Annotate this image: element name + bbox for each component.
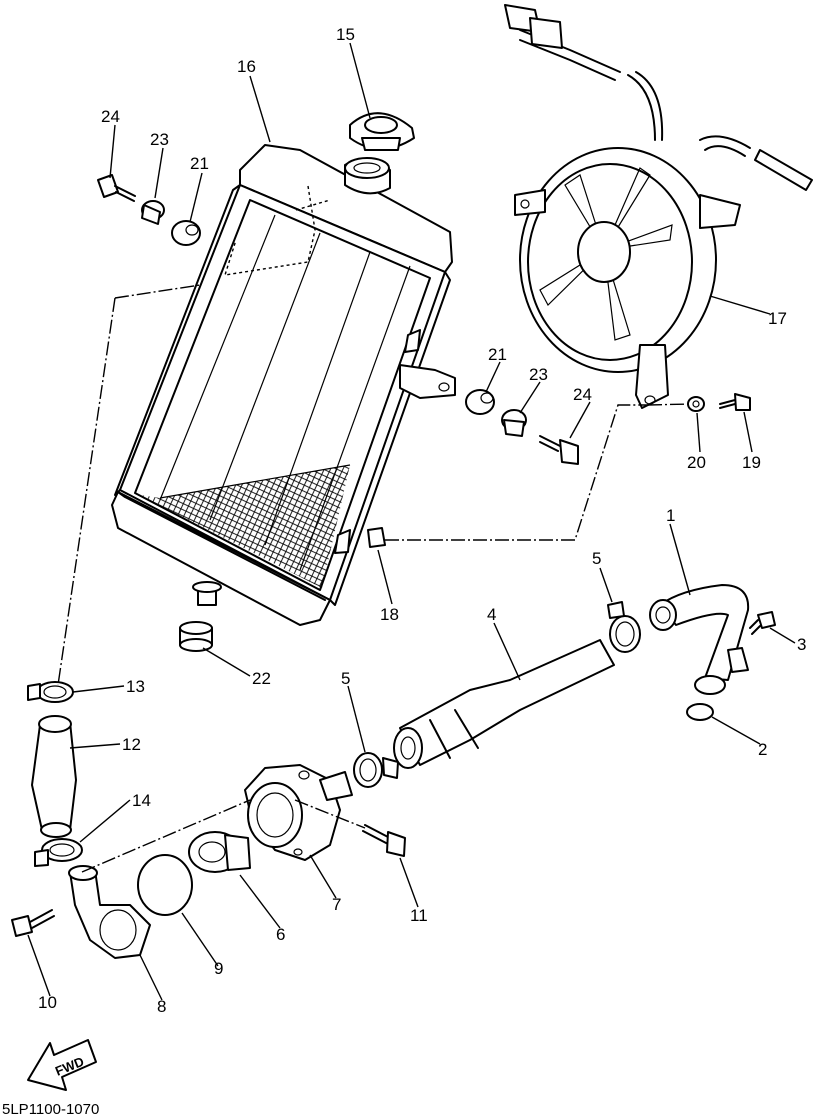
assembly-line [114,284,201,299]
callout-2: 2 [758,740,767,759]
callout-19: 19 [742,453,761,472]
fastener-set-left [97,174,201,246]
callout-17: 17 [768,309,787,328]
callout-8: 8 [157,997,166,1016]
hose-clamp-13 [27,681,74,703]
callout-11: 11 [410,906,428,925]
callout-23: 23 [529,365,548,384]
callout-24: 24 [573,385,592,404]
hose-clamp-14 [34,838,83,867]
callout-4: 4 [487,605,496,624]
gasket-part [137,854,193,916]
radiator-hose-part [393,639,615,769]
bypass-hose-part [31,715,77,838]
callout-22: 22 [252,669,271,688]
water-pipe-part [649,584,750,695]
thermostat-cover-part [68,865,151,959]
hose-clamp-lower [353,752,399,788]
callout-13: 13 [126,677,145,696]
callout-16: 16 [237,57,256,76]
fan-bolt-set [687,393,751,412]
thermostat-part [188,831,251,873]
callout-12: 12 [122,735,141,754]
assembly-line [57,297,116,686]
fwd-arrow: FWD [27,1039,97,1091]
callout-24: 24 [101,107,120,126]
callout-7: 7 [332,895,341,914]
callout-14: 14 [132,791,151,810]
o-ring-part [686,703,714,721]
callout-5: 5 [341,669,350,688]
callout-23: 23 [150,130,169,149]
callout-10: 10 [38,993,57,1012]
callout-9: 9 [214,959,223,978]
radiator-cap-part [349,112,415,151]
leader-lines [27,42,796,1001]
assembly-line [81,799,251,873]
callout-20: 20 [687,453,706,472]
callout-21: 21 [488,345,507,364]
callout-18: 18 [380,605,399,624]
callout-3: 3 [797,635,806,654]
drain-grommet-part [179,621,213,652]
nut-clip-part [367,527,386,548]
callout-numbers: 15 16 24 23 21 17 21 23 24 20 19 1 5 18 … [38,25,806,1016]
housing-bolt-part [362,824,406,857]
radiator-part [111,144,456,626]
callout-5: 5 [592,549,601,568]
assembly-line [647,403,691,406]
diagram-code: 5LP1100-1070 [2,1101,99,1116]
hose-clamp-upper [607,601,641,653]
assembly-line [385,404,648,541]
cover-bolt-part [11,909,55,937]
pipe-bolt-part [749,611,776,635]
assembly-line [294,799,366,829]
callout-21: 21 [190,154,209,173]
callout-1: 1 [666,506,675,525]
callout-6: 6 [276,925,285,944]
fan-motor-part [504,4,813,409]
thermostat-housing-part [244,764,353,861]
callout-15: 15 [336,25,355,44]
fastener-set-right [465,389,579,465]
